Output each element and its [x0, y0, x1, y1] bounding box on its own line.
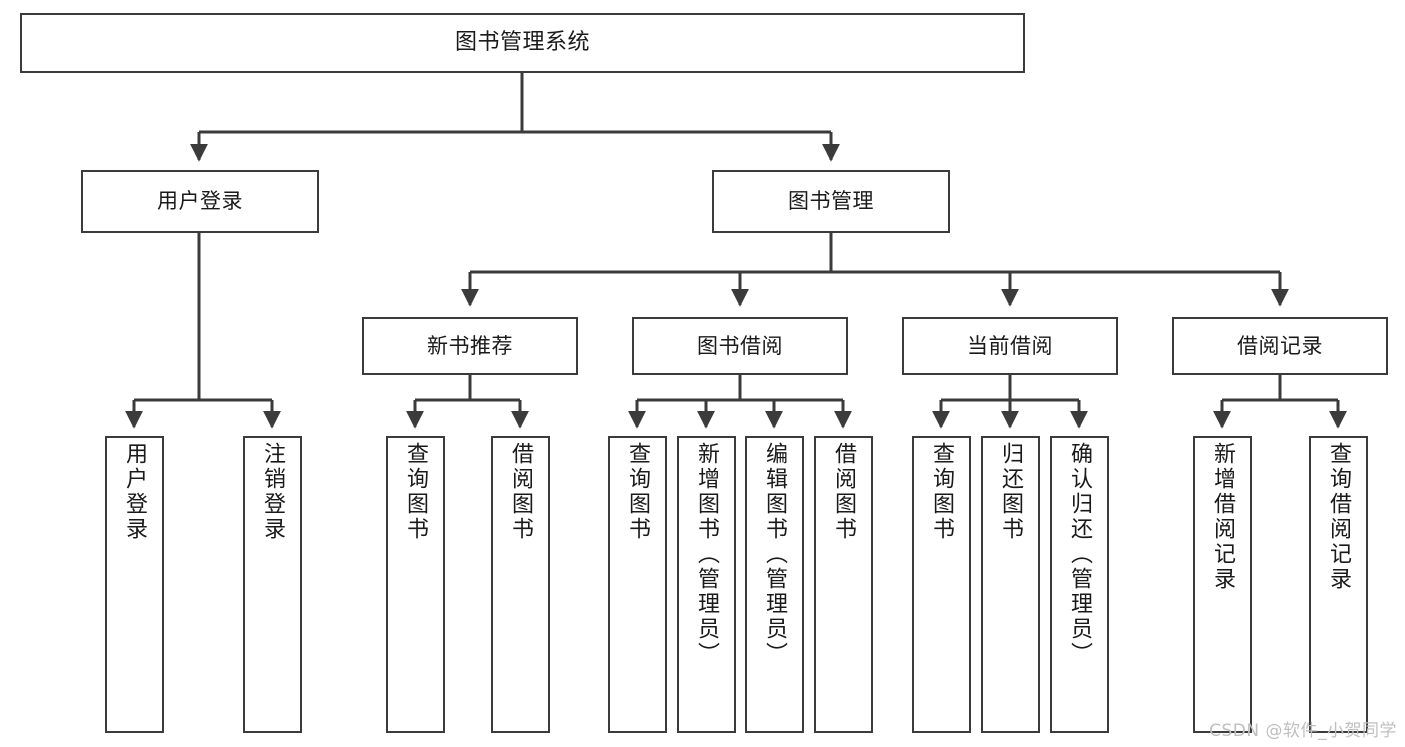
node-leaf-query-book-3[interactable]: 查询图书: [912, 436, 971, 733]
node-leaf-query-book-3-label: 查询图书: [929, 442, 955, 542]
node-current-borrow-label: 当前借阅: [967, 333, 1053, 358]
node-leaf-add-record-label: 新增借阅记录: [1210, 442, 1236, 592]
node-borrow-record[interactable]: 借阅记录: [1172, 317, 1388, 375]
node-leaf-return-book-label: 归还图书: [998, 442, 1024, 542]
node-leaf-edit-book[interactable]: 编辑图书（管理员）: [745, 436, 804, 733]
node-book-manage-label: 图书管理: [788, 189, 874, 214]
node-leaf-borrow-book-2-label: 借阅图书: [831, 442, 857, 542]
node-leaf-add-book-label: 新增图书（管理员）: [694, 442, 720, 667]
node-book-manage[interactable]: 图书管理: [712, 170, 950, 233]
node-leaf-logout[interactable]: 注销登录: [243, 436, 302, 733]
node-leaf-borrow-book-1-label: 借阅图书: [508, 442, 534, 542]
node-leaf-user-login[interactable]: 用户登录: [105, 436, 164, 733]
node-user-login-label: 用户登录: [157, 189, 243, 214]
node-new-book-recommend-label: 新书推荐: [427, 333, 513, 358]
node-root-label: 图书管理系统: [454, 30, 590, 56]
node-leaf-query-record[interactable]: 查询借阅记录: [1309, 436, 1368, 733]
node-leaf-edit-book-label: 编辑图书（管理员）: [762, 442, 788, 667]
node-leaf-query-book-2-label: 查询图书: [625, 442, 651, 542]
node-leaf-return-book[interactable]: 归还图书: [981, 436, 1040, 733]
node-leaf-query-book-1-label: 查询图书: [403, 442, 429, 542]
node-current-borrow[interactable]: 当前借阅: [902, 317, 1118, 375]
node-new-book-recommend[interactable]: 新书推荐: [362, 317, 578, 375]
node-leaf-confirm-return[interactable]: 确认归还（管理员）: [1050, 436, 1109, 733]
node-leaf-logout-label: 注销登录: [260, 442, 286, 542]
node-leaf-confirm-return-label: 确认归还（管理员）: [1067, 442, 1093, 667]
node-leaf-query-book-2[interactable]: 查询图书: [608, 436, 667, 733]
node-book-borrow-label: 图书借阅: [697, 333, 783, 358]
node-user-login[interactable]: 用户登录: [81, 170, 319, 233]
node-leaf-borrow-book-2[interactable]: 借阅图书: [814, 436, 873, 733]
watermark: CSDN @软件_小贺同学: [1209, 721, 1397, 741]
node-root[interactable]: 图书管理系统: [20, 13, 1025, 73]
node-leaf-borrow-book-1[interactable]: 借阅图书: [491, 436, 550, 733]
node-leaf-user-login-label: 用户登录: [122, 442, 148, 542]
node-leaf-query-book-1[interactable]: 查询图书: [386, 436, 445, 733]
node-borrow-record-label: 借阅记录: [1237, 333, 1323, 358]
node-leaf-add-book[interactable]: 新增图书（管理员）: [677, 436, 736, 733]
node-leaf-query-record-label: 查询借阅记录: [1326, 442, 1352, 592]
node-book-borrow[interactable]: 图书借阅: [632, 317, 848, 375]
node-leaf-add-record[interactable]: 新增借阅记录: [1193, 436, 1252, 733]
